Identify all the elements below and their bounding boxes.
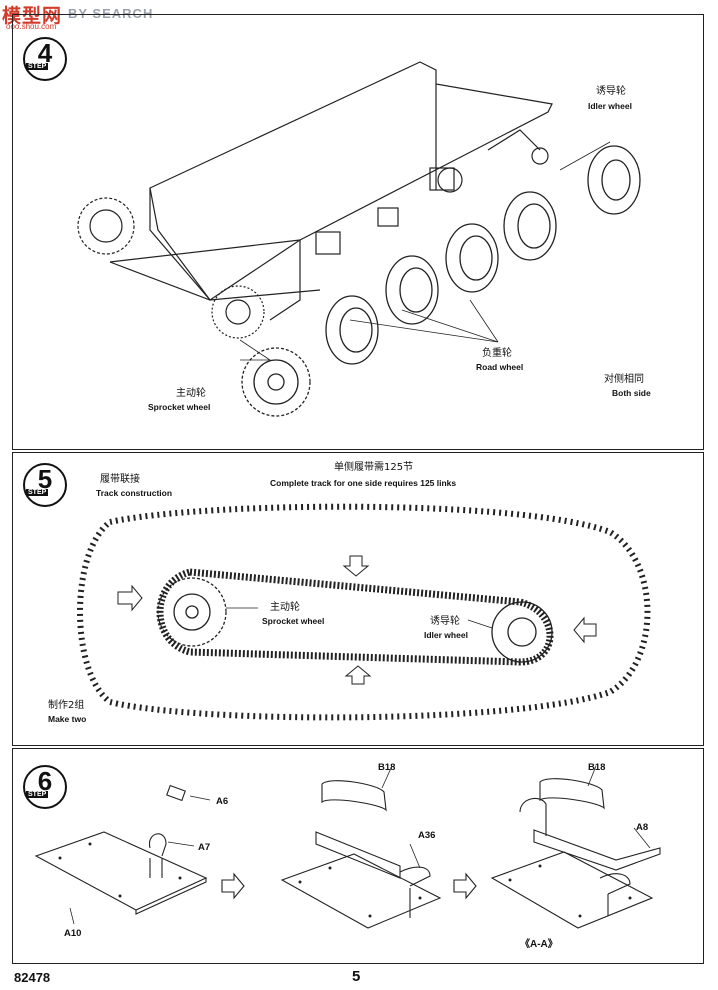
watermark-logo: 模型网 bbox=[2, 6, 63, 27]
part-a10-label: A10 bbox=[64, 928, 82, 939]
part-b18-label: B18 bbox=[378, 762, 396, 773]
step5-number: 5 bbox=[37, 464, 53, 494]
step4-badge-circle bbox=[23, 37, 67, 81]
step5-track-label-cn: 履带联接 bbox=[100, 474, 140, 485]
step6-plates-drawing bbox=[34, 765, 661, 929]
part-a36-label: A36 bbox=[418, 830, 436, 841]
watermark-search-text: BY SEARCH bbox=[68, 6, 154, 21]
step4-both-side-label-cn: 对侧相同 bbox=[604, 374, 644, 385]
part-b18-label-right: B18 bbox=[588, 762, 606, 773]
step5-sprocket-label-cn: 主动轮 bbox=[270, 602, 300, 613]
step4-road-label-en: Road wheel bbox=[476, 362, 524, 372]
step6-number: 6 bbox=[37, 766, 53, 796]
step4-panel bbox=[12, 14, 704, 450]
step6-badge: 6 STEP bbox=[22, 764, 68, 810]
step5-make-two-label-en: Make two bbox=[48, 714, 87, 724]
step5-idler-label-en: Idler wheel bbox=[424, 630, 468, 640]
step6-panel bbox=[12, 748, 704, 964]
step4-badge: 4 STEP bbox=[22, 36, 68, 82]
step5-track-drawing bbox=[77, 503, 651, 721]
step6-badge-circle bbox=[23, 765, 67, 809]
step6-word: STEP bbox=[26, 791, 49, 798]
step5-make-two-label-cn: 制作2组 bbox=[48, 700, 85, 711]
step4-both-side-label-en: Both side bbox=[612, 388, 651, 398]
page-number: 5 bbox=[352, 968, 361, 985]
step4-number: 4 bbox=[37, 38, 53, 68]
step4-hull-drawing bbox=[77, 61, 641, 417]
step4-word: STEP bbox=[26, 63, 49, 70]
watermark-subtitle: ooo.shou.com bbox=[6, 22, 57, 31]
step5-complete-label-en: Complete track for one side requires 125… bbox=[270, 478, 457, 488]
step4-road-label-cn: 负重轮 bbox=[482, 348, 512, 359]
step4-idler-label-en: Idler wheel bbox=[588, 101, 632, 111]
step5-sprocket-label-en: Sprocket wheel bbox=[262, 616, 325, 626]
step5-badge-circle bbox=[23, 463, 67, 507]
part-a7-label: A7 bbox=[198, 842, 211, 853]
step5-badge: 5 STEP bbox=[22, 462, 68, 508]
model-number: 82478 bbox=[14, 970, 51, 985]
step4-idler-label-cn: 诱导轮 bbox=[596, 86, 626, 97]
step5-panel bbox=[12, 452, 704, 746]
step4-sprocket-label-cn: 主动轮 bbox=[176, 388, 206, 399]
step4-sprocket-label-en: Sprocket wheel bbox=[148, 402, 211, 412]
step5-idler-label-cn: 诱导轮 bbox=[430, 616, 460, 627]
step5-word: STEP bbox=[26, 489, 49, 496]
section-a-a-label: 《A-A》 bbox=[520, 939, 558, 950]
step5-track-label-en: Track construction bbox=[96, 488, 173, 498]
step5-complete-label-cn: 单侧履带需125节 bbox=[334, 462, 414, 473]
part-a8-label: A8 bbox=[636, 822, 649, 833]
site-watermark: 模型网 ooo.shou.com BY SEARCH bbox=[0, 0, 170, 34]
part-a6-label: A6 bbox=[216, 796, 229, 807]
